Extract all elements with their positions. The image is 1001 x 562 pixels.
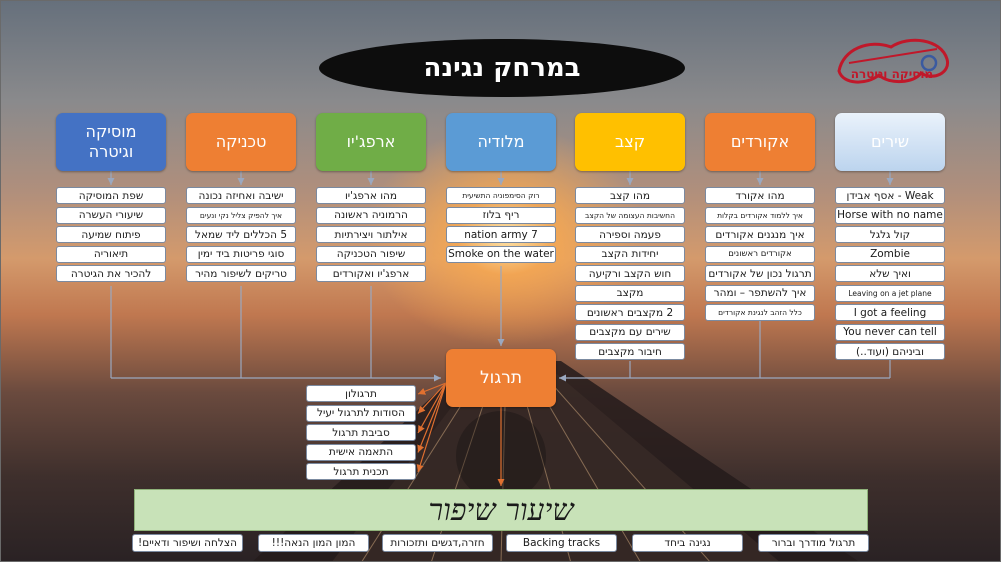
list-item[interactable]: ארפג'יו ואקורדים	[316, 265, 426, 282]
page-title-text: במרחק נגינה	[423, 53, 581, 83]
practice-label: תרגול	[479, 368, 523, 388]
list-item[interactable]: מקצב	[575, 284, 685, 302]
list-item[interactable]: מהו ארפג'יו	[316, 187, 426, 204]
list-item[interactable]: אקורדים ראשונים	[705, 245, 815, 263]
list-item[interactable]: Zombie	[835, 245, 945, 263]
category-label: קצב	[614, 132, 646, 151]
category-songs[interactable]: שירים	[835, 113, 945, 171]
list-item[interactable]: סוגי פריטות ביד ימין	[186, 245, 296, 263]
category-label: מוסיקה וגיטרה	[85, 122, 137, 161]
category-music-guitar[interactable]: מוסיקה וגיטרה	[56, 113, 166, 171]
list-rhythm: מהו קצב החשיבות העצומה של הקצב פעמה וספירה…	[575, 187, 685, 363]
lesson-banner: שיעור שיפור	[134, 489, 868, 531]
list-item[interactable]: מהו קצב	[575, 187, 685, 204]
list-item[interactable]: You never can tell	[835, 323, 945, 341]
list-item[interactable]: קול גלגל	[835, 226, 945, 243]
practice-item[interactable]: תכנית תרגול	[306, 463, 416, 480]
list-technique: ישיבה ואחיזה נכונה איך להפיק צליל נקי ונע…	[186, 187, 296, 285]
page-title: במרחק נגינה	[319, 39, 685, 97]
list-item[interactable]: אילתור ויצירתיות	[316, 226, 426, 243]
list-music-guitar: שפת המוסיקה שיעורי העשרה פיתוח שמיעה תיאורי…	[56, 187, 166, 285]
list-item[interactable]: חיבור מקצבים	[575, 343, 685, 360]
list-item[interactable]: ישיבה ואחיזה נכונה	[186, 187, 296, 204]
list-item[interactable]: Weak - אסף אבידן	[835, 187, 945, 204]
list-item[interactable]: יחידות הקצב	[575, 245, 685, 263]
category-label: שירים	[870, 132, 910, 151]
benefit-item: Backing tracks	[506, 534, 617, 552]
list-item[interactable]: להכיר את הגיטרה	[56, 265, 166, 282]
list-item[interactable]: רוק הסימפוניה התשיעית	[446, 187, 556, 204]
list-item[interactable]: ריף בלוז	[446, 206, 556, 224]
list-arpeggio: מהו ארפג'יו הרמוניה ראשונה אילתור ויצירתיו…	[316, 187, 426, 285]
list-item[interactable]: 5 הכללים ליד שמאל	[186, 226, 296, 243]
list-item[interactable]: פעמה וספירה	[575, 226, 685, 243]
practice-item[interactable]: תרגולון	[306, 385, 416, 402]
benefit-item: המון המון הנאה!!!	[258, 534, 369, 552]
list-item[interactable]: איך מנגנים אקורדים	[705, 226, 815, 243]
category-arpeggio[interactable]: ארפג'יו	[316, 113, 426, 171]
category-rhythm[interactable]: קצב	[575, 113, 685, 171]
list-item[interactable]: תרגול נכון של אקורדים	[705, 265, 815, 282]
practice-box[interactable]: תרגול	[446, 349, 556, 407]
category-melody[interactable]: מלודיה	[446, 113, 556, 171]
practice-list: תרגולון הסודות לתרגול יעיל סביבת תרגול התאמ…	[306, 385, 416, 483]
category-label: מלודיה	[477, 132, 525, 151]
list-item[interactable]: שיפור הטכניקה	[316, 245, 426, 263]
category-chords[interactable]: אקורדים	[705, 113, 815, 171]
list-item[interactable]: I got a feeling	[835, 304, 945, 321]
guitar-logo-icon	[837, 38, 950, 84]
list-songs: Weak - אסף אבידן Horse with no name קול גל…	[835, 187, 945, 363]
benefit-item: חזרה,דגשים ותזכורות	[382, 534, 493, 552]
list-item[interactable]: וביניהם (ועוד..)	[835, 343, 945, 360]
list-item[interactable]: Horse with no name	[835, 206, 945, 224]
list-item[interactable]: שפת המוסיקה	[56, 187, 166, 204]
list-item[interactable]: תיאוריה	[56, 245, 166, 263]
list-item[interactable]: מהו אקורד	[705, 187, 815, 204]
list-item[interactable]: הרמוניה ראשונה	[316, 206, 426, 224]
benefit-item: הצלחה ושיפור ודאיים!	[132, 534, 243, 552]
list-item[interactable]: ואיך שלא	[835, 265, 945, 282]
category-label: ארפג'יו	[346, 132, 396, 151]
benefit-item: נגינה ביחד	[632, 534, 743, 552]
list-item[interactable]: Smoke on the water	[446, 245, 556, 263]
list-item[interactable]: כלל הזהב לנגינת אקורדים	[705, 304, 815, 321]
lesson-label: שיעור שיפור	[428, 492, 574, 528]
category-technique[interactable]: טכניקה	[186, 113, 296, 171]
list-item[interactable]: איך להשתפר – ומהר	[705, 284, 815, 302]
list-item[interactable]: 2 מקצבים ראשונים	[575, 304, 685, 321]
benefit-item: תרגול מודרך וברור	[758, 534, 869, 552]
list-item[interactable]: טריקים לשיפור מהיר	[186, 265, 296, 282]
list-item[interactable]: שיעורי העשרה	[56, 206, 166, 224]
list-item[interactable]: איך להפיק צליל נקי ונעים	[186, 206, 296, 224]
list-item[interactable]: 7 nation army	[446, 226, 556, 243]
list-chords: מהו אקורד איך ללמוד אקורדים בקלות איך מנגנ…	[705, 187, 815, 324]
practice-item[interactable]: סביבת תרגול	[306, 424, 416, 441]
list-melody: רוק הסימפוניה התשיעית ריף בלוז 7 nation ar…	[446, 187, 556, 265]
practice-item[interactable]: התאמה אישית	[306, 443, 416, 461]
list-item[interactable]: החשיבות העצומה של הקצב	[575, 206, 685, 224]
list-item[interactable]: Leaving on a jet plane	[835, 284, 945, 302]
list-item[interactable]: חוש הקצב ורקיעה	[575, 265, 685, 282]
practice-item[interactable]: הסודות לתרגול יעיל	[306, 404, 416, 422]
list-item[interactable]: איך ללמוד אקורדים בקלות	[705, 206, 815, 224]
list-item[interactable]: פיתוח שמיעה	[56, 226, 166, 243]
list-item[interactable]: שירים עם מקצבים	[575, 323, 685, 341]
logo-tagline: מוסיקה וגיטרה	[850, 67, 934, 81]
category-label: טכניקה	[215, 132, 267, 151]
category-label: אקורדים	[730, 132, 790, 151]
